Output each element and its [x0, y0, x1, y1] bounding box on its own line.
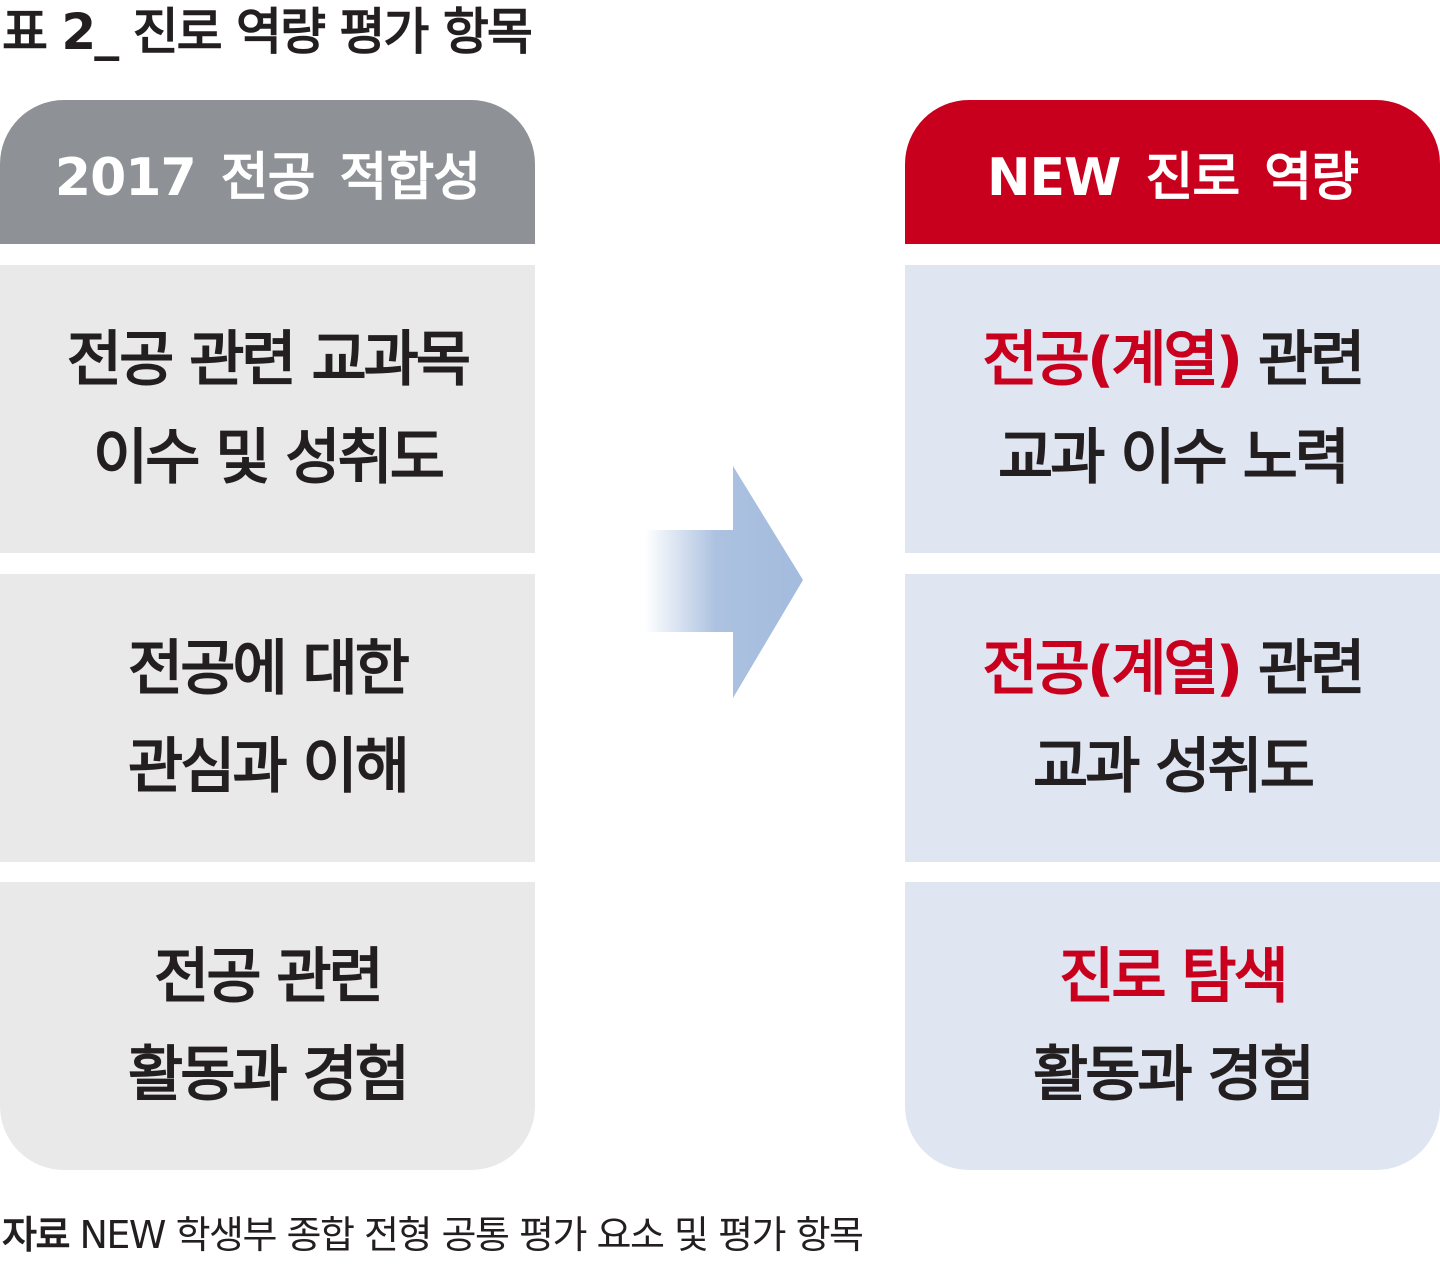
criteria-cell-left-3: 전공 관련 활동과 경험 — [0, 882, 535, 1170]
cell-text: 관련 — [1240, 634, 1365, 704]
column-header-2017: 2017 전공 적합성 — [0, 100, 535, 244]
column-header-new: NEW 진로 역량 — [905, 100, 1440, 244]
cell-line: 교과 성취도 — [1033, 732, 1315, 802]
source-label: 자료 — [2, 1213, 70, 1257]
source-text: NEW 학생부 종합 전형 공통 평가 요소 및 평가 항목 — [68, 1213, 865, 1257]
criteria-cell-right-1: 전공(계열) 관련 교과 이수 노력 — [905, 265, 1440, 553]
cell-line: 이수 및 성취도 — [93, 423, 445, 493]
page-title: 표 2_ 진로 역량 평가 항목 — [2, 3, 533, 61]
cell-line: 전공 관련 — [154, 942, 384, 1012]
highlight-text: 진로 탐색 — [1059, 942, 1289, 1012]
right-arrow-icon — [645, 466, 803, 698]
column-new-career-competency: NEW 진로 역량 전공(계열) 관련 교과 이수 노력 전공(계열) 관련 교… — [905, 100, 1440, 1170]
cell-text: 관련 — [1240, 325, 1365, 395]
highlight-text: 전공(계열) — [982, 634, 1244, 704]
column-2017-major-fit: 2017 전공 적합성 전공 관련 교과목 이수 및 성취도 전공에 대한 관심… — [0, 100, 535, 1170]
highlight-text: 전공(계열) — [982, 325, 1244, 395]
cell-line: 전공에 대한 — [128, 634, 410, 704]
cell-line: 전공 관련 교과목 — [66, 325, 471, 395]
criteria-cell-right-2: 전공(계열) 관련 교과 성취도 — [905, 574, 1440, 862]
cell-line: 활동과 경험 — [1033, 1040, 1315, 1110]
cell-line: 관심과 이해 — [128, 732, 410, 802]
criteria-cell-left-2: 전공에 대한 관심과 이해 — [0, 574, 535, 862]
criteria-cell-left-1: 전공 관련 교과목 이수 및 성취도 — [0, 265, 535, 553]
cell-line: 교과 이수 노력 — [998, 423, 1350, 493]
source-note: 자료 NEW 학생부 종합 전형 공통 평가 요소 및 평가 항목 — [2, 1212, 865, 1258]
criteria-cell-right-3: 진로 탐색 활동과 경험 — [905, 882, 1440, 1170]
cell-line: 활동과 경험 — [128, 1040, 410, 1110]
